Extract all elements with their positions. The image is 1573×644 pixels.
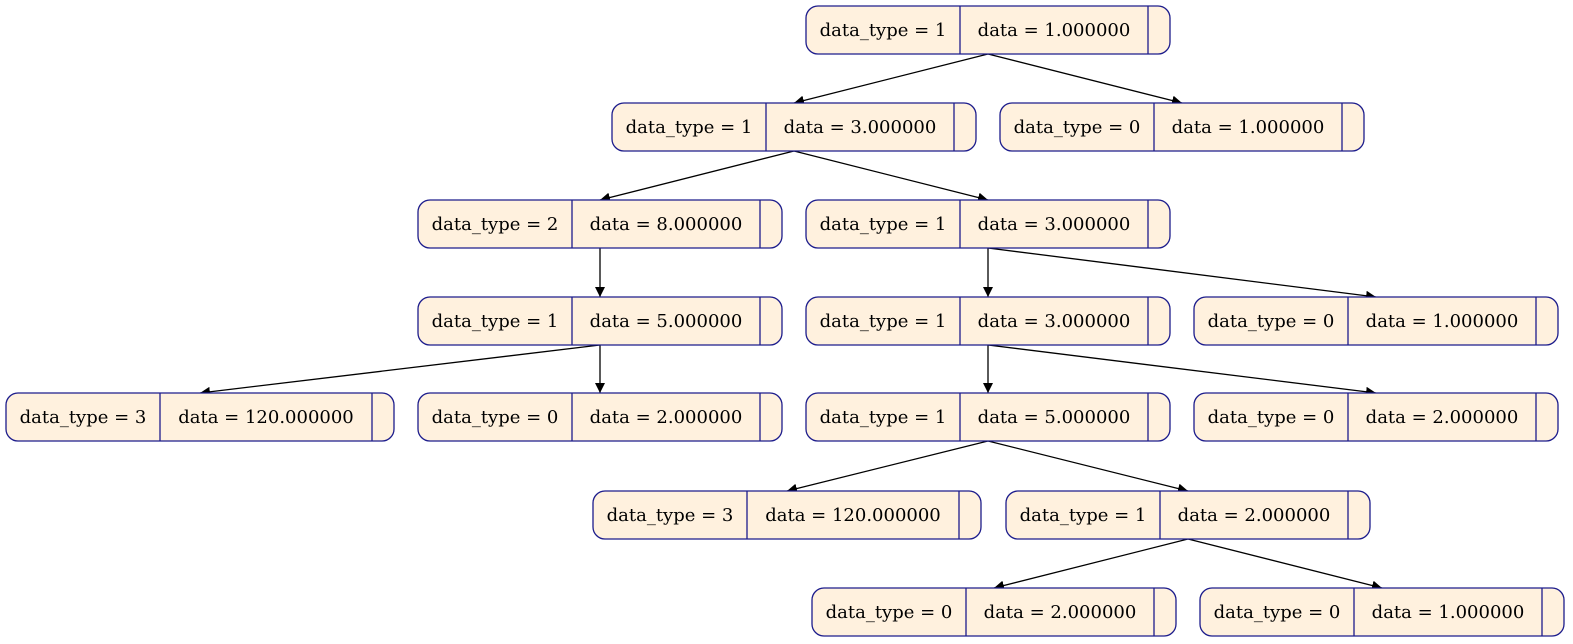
node-data-label: data = 2.000000	[1178, 505, 1331, 526]
edge-n7-n12	[987, 344, 1377, 397]
node-box	[611, 102, 977, 152]
node-data-label: data = 1.000000	[1366, 311, 1519, 332]
node-data-type-label: data_type = 0	[432, 407, 559, 428]
tree-node: data_type = 1 data = 5.000000	[805, 392, 1171, 442]
node-data-label: data = 3.000000	[978, 311, 1131, 332]
tree-node: data_type = 1 data = 1.000000	[805, 5, 1171, 55]
node-box	[417, 199, 783, 249]
node-data-label: data = 2.000000	[590, 407, 743, 428]
node-data-type-label: data_type = 1	[432, 311, 559, 332]
node-data-label: data = 120.000000	[178, 407, 354, 428]
tree-node: data_type = 1 data = 3.000000	[805, 296, 1171, 346]
node-box	[592, 490, 982, 540]
node-data-type-label: data_type = 1	[820, 214, 947, 235]
edge-n1-n2	[793, 53, 989, 106]
edges-layer	[199, 53, 1383, 591]
node-data-label: data = 2.000000	[1366, 407, 1519, 428]
node-box	[811, 587, 1177, 637]
node-box	[5, 392, 395, 442]
node-box	[1005, 490, 1371, 540]
node-data-type-label: data_type = 1	[626, 117, 753, 138]
node-data-label: data = 3.000000	[784, 117, 937, 138]
tree-node: data_type = 3 data = 120.000000	[592, 490, 982, 540]
tree-node: data_type = 0 data = 1.000000	[1193, 296, 1559, 346]
node-data-label: data = 8.000000	[590, 214, 743, 235]
node-data-type-label: data_type = 0	[1214, 602, 1341, 623]
node-data-type-label: data_type = 0	[1208, 311, 1335, 332]
node-data-label: data = 1.000000	[1372, 602, 1525, 623]
node-data-label: data = 3.000000	[978, 214, 1131, 235]
tree-node: data_type = 0 data = 2.000000	[417, 392, 783, 442]
node-data-label: data = 2.000000	[984, 602, 1137, 623]
tree-node: data_type = 0 data = 1.000000	[999, 102, 1365, 152]
node-data-type-label: data_type = 3	[20, 407, 147, 428]
node-data-type-label: data_type = 1	[820, 407, 947, 428]
node-box	[417, 392, 783, 442]
node-data-label: data = 5.000000	[978, 407, 1131, 428]
edge-n2-n5	[793, 150, 989, 203]
node-box	[999, 102, 1365, 152]
edge-n6-n9	[199, 344, 601, 397]
tree-node: data_type = 1 data = 3.000000	[611, 102, 977, 152]
node-box	[805, 392, 1171, 442]
node-box	[1199, 587, 1565, 637]
node-data-type-label: data_type = 1	[820, 311, 947, 332]
edge-n14-n16	[1187, 538, 1383, 591]
node-data-label: data = 1.000000	[978, 20, 1131, 41]
node-data-type-label: data_type = 1	[1020, 505, 1147, 526]
edge-n14-n15	[993, 538, 1189, 591]
node-box	[805, 199, 1171, 249]
node-box	[805, 296, 1171, 346]
node-box	[417, 296, 783, 346]
node-data-label: data = 120.000000	[765, 505, 941, 526]
node-data-label: data = 5.000000	[590, 311, 743, 332]
tree-node: data_type = 1 data = 5.000000	[417, 296, 783, 346]
node-data-label: data = 1.000000	[1172, 117, 1325, 138]
tree-node: data_type = 1 data = 3.000000	[805, 199, 1171, 249]
edge-n11-n14	[987, 440, 1189, 494]
edge-n5-n8	[987, 247, 1377, 301]
node-box	[1193, 392, 1559, 442]
edge-n2-n4	[599, 150, 795, 203]
node-data-type-label: data_type = 0	[826, 602, 953, 623]
edge-n11-n13	[786, 440, 989, 494]
node-data-type-label: data_type = 0	[1208, 407, 1335, 428]
tree-node: data_type = 0 data = 1.000000	[1199, 587, 1565, 637]
node-box	[1193, 296, 1559, 346]
node-box	[805, 5, 1171, 55]
tree-node: data_type = 0 data = 2.000000	[1193, 392, 1559, 442]
node-data-type-label: data_type = 1	[820, 20, 947, 41]
tree-node: data_type = 2 data = 8.000000	[417, 199, 783, 249]
tree-node: data_type = 0 data = 2.000000	[811, 587, 1177, 637]
edge-n1-n3	[987, 53, 1183, 106]
tree-node: data_type = 1 data = 2.000000	[1005, 490, 1371, 540]
tree-node: data_type = 3 data = 120.000000	[5, 392, 395, 442]
node-data-type-label: data_type = 0	[1014, 117, 1141, 138]
node-data-type-label: data_type = 2	[432, 214, 559, 235]
node-data-type-label: data_type = 3	[607, 505, 734, 526]
